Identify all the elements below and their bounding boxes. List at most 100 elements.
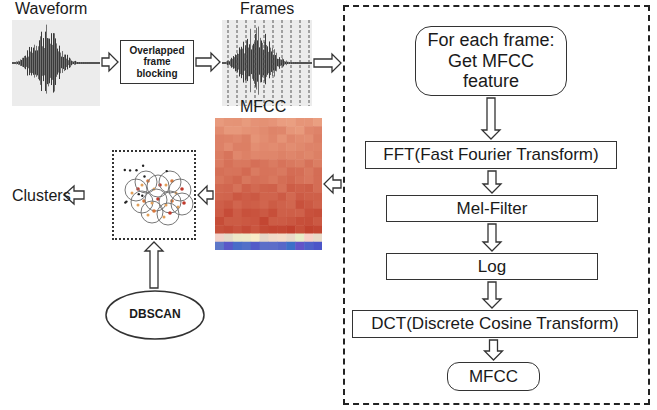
waveform-stroke: [62, 51, 63, 73]
heat-cell: [286, 225, 295, 234]
waveform-stroke: [61, 57, 62, 69]
heat-cell: [260, 225, 269, 234]
heat-cell: [295, 126, 304, 135]
heat-cell: [251, 135, 260, 144]
waveform-stroke: [286, 61, 287, 66]
heat-cell: [233, 225, 242, 234]
heat-cell: [215, 118, 224, 127]
heat-cell: [304, 126, 313, 135]
heat-cell: [233, 159, 242, 168]
heat-cell: [269, 126, 278, 135]
waveform-stroke: [268, 52, 269, 73]
heat-cell: [215, 217, 224, 226]
heat-cell: [242, 234, 251, 243]
heat-cell: [269, 159, 278, 168]
heat-cell: [260, 184, 269, 193]
heat-cell: [304, 201, 313, 210]
waveform-stroke: [23, 58, 24, 67]
box-label: FFT(Fast Fourier Transform): [383, 145, 598, 165]
box-label: DBSCAN: [129, 308, 180, 322]
waveform-stroke: [266, 45, 267, 77]
heat-cell: [304, 143, 313, 152]
cluster-circle: [131, 191, 153, 213]
heat-cell: [215, 126, 224, 135]
heat-cell: [233, 135, 242, 144]
heat-cell: [286, 118, 295, 127]
waveform-stroke: [233, 56, 234, 69]
waveform-stroke: [238, 54, 239, 70]
noise-point: [129, 169, 131, 171]
frame-divider: [273, 20, 274, 106]
waveform-stroke: [280, 59, 281, 66]
heat-cell: [277, 143, 286, 152]
waveform-stroke: [72, 61, 73, 64]
heat-cell: [277, 151, 286, 160]
heat-cell: [251, 209, 260, 218]
heat-cell: [313, 209, 322, 218]
waveform-stroke: [302, 62, 303, 63]
waveform-stroke: [247, 39, 248, 81]
heat-cell: [277, 118, 286, 127]
frame-divider: [237, 20, 238, 106]
heat-cell: [304, 209, 313, 218]
waveform-stroke: [269, 41, 270, 78]
waveform-stroke: [274, 49, 275, 76]
block-arrow: [196, 53, 220, 71]
waveform-stroke: [296, 62, 297, 63]
core-point: [141, 184, 144, 187]
core-point: [151, 202, 154, 205]
heat-cell: [304, 225, 313, 234]
waveform-stroke: [305, 62, 306, 63]
heat-cell: [277, 192, 286, 201]
waveform-stroke: [45, 32, 46, 91]
waveform-stroke: [51, 33, 52, 85]
waveform-stroke: [80, 62, 81, 63]
waveform-stroke: [270, 48, 271, 75]
waveform-stroke: [59, 46, 60, 79]
waveform-stroke: [253, 44, 254, 81]
heat-cell: [313, 159, 322, 168]
waveform-stroke: [259, 47, 260, 74]
wave-illustration: [12, 20, 100, 106]
heat-cell: [269, 192, 278, 201]
heat-cell: [242, 176, 251, 185]
waveform-stroke: [29, 47, 30, 75]
waveform-stroke: [44, 48, 45, 75]
hollow-arrow: [485, 340, 503, 360]
hollow-arrow: [483, 282, 501, 308]
waveform-stroke: [81, 62, 82, 64]
waveform-stroke: [249, 44, 250, 76]
waveform-stroke: [35, 50, 36, 74]
heat-cell: [260, 168, 269, 177]
waveform-stroke: [303, 62, 304, 63]
heat-cell: [242, 126, 251, 135]
heat-cell: [295, 217, 304, 226]
heat-cell: [224, 135, 233, 144]
heat-cell: [242, 217, 251, 226]
heat-cell: [224, 209, 233, 218]
heat-cell: [304, 242, 313, 250]
cluster-plot: Clusters: [112, 150, 196, 240]
waveform-stroke: [64, 55, 65, 72]
waveform-stroke: [53, 33, 54, 92]
heat-cell: [260, 118, 269, 127]
waveform-stroke: [67, 55, 68, 70]
core-point: [180, 187, 184, 191]
heat-cell: [286, 184, 295, 193]
heat-cell: [260, 242, 269, 250]
heat-cell: [269, 209, 278, 218]
process-box: DCT(Discrete Cosine Transform): [352, 310, 638, 338]
heat-cell: [224, 126, 233, 135]
waveform-stroke: [73, 62, 74, 64]
box-label: Overlapped frame blocking: [127, 45, 187, 80]
heat-cell: [233, 168, 242, 177]
heat-cell: [313, 143, 322, 152]
waveform-stroke: [65, 55, 66, 70]
waveform-stroke: [30, 52, 31, 73]
heat-cell: [286, 151, 295, 160]
heat-cell: [313, 201, 322, 210]
heat-cell: [251, 225, 260, 234]
heat-cell: [215, 234, 224, 243]
frames-illustration: [222, 20, 312, 106]
waveform-stroke: [19, 61, 20, 64]
